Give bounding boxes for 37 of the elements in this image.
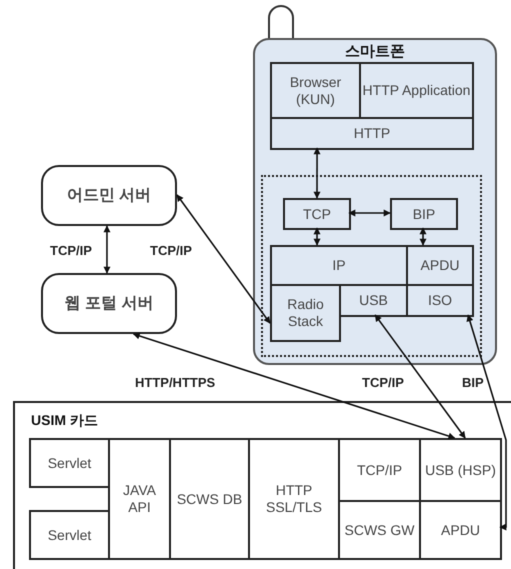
server-box: 어드민 서버: [41, 165, 177, 226]
edge-label: BIP: [462, 375, 484, 390]
protocol-layer: ISO: [406, 284, 474, 317]
protocol-layer: JAVA API: [108, 438, 171, 560]
double-arrow: [374, 314, 466, 439]
edge-label: TCP/IP: [362, 375, 404, 390]
server-box: 웹 포털 서버: [41, 273, 177, 334]
protocol-layer: APDU: [406, 245, 474, 286]
edge-label: HTTP/HTTPS: [135, 375, 216, 390]
protocol-layer: IP: [270, 245, 408, 286]
protocol-layer: HTTP SSL/TLS: [248, 438, 340, 560]
protocol-layer: BIP: [390, 198, 458, 230]
protocol-layer: TCP: [283, 198, 351, 230]
dotted-group-box: [261, 175, 482, 357]
double-arrow: [314, 147, 321, 199]
smartphone-body: [253, 38, 497, 365]
card-title: USIM 카드: [31, 412, 98, 430]
protocol-layer: USB (HSP): [419, 438, 502, 502]
protocol-layer: Browser (KUN): [270, 62, 361, 119]
edge-label: TCP/IP: [150, 243, 192, 258]
phone-title: 스마트폰: [344, 42, 406, 61]
double-arrow: [420, 227, 427, 246]
double-arrow: [176, 194, 271, 324]
double-arrow: [466, 314, 507, 530]
protocol-layer: HTTP Application: [359, 62, 474, 119]
edge-label: TCP/IP: [50, 243, 92, 258]
protocol-layer: Servlet: [29, 438, 110, 488]
double-arrow: [314, 227, 321, 246]
protocol-layer: HTTP: [270, 117, 474, 150]
double-arrow: [132, 332, 456, 440]
card-frame: [13, 401, 511, 569]
double-arrow: [348, 210, 391, 216]
protocol-layer: APDU: [419, 500, 502, 560]
protocol-layer: SCWS DB: [169, 438, 250, 560]
protocol-layer: Radio Stack: [270, 284, 341, 342]
protocol-layer: Servlet: [29, 510, 110, 560]
double-arrow: [103, 225, 110, 274]
